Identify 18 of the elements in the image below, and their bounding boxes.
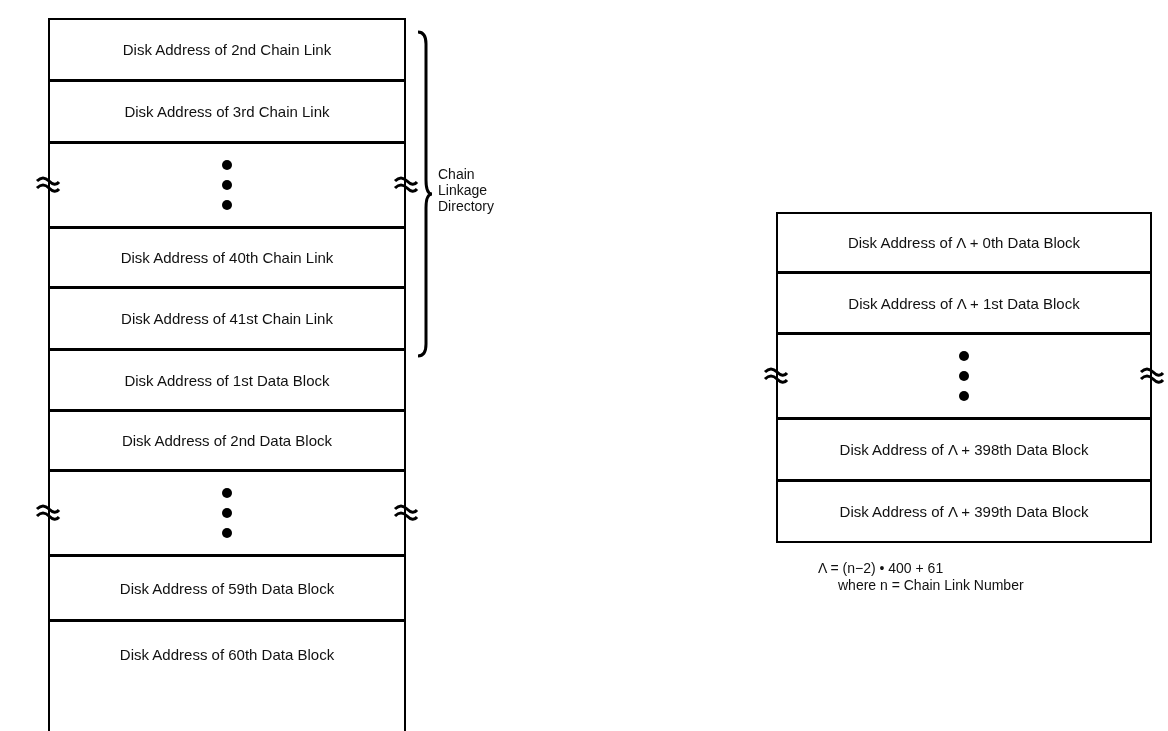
formula-text: Λ = (n−2) • 400 + 61 — [818, 560, 945, 576]
omitted-rows-box — [48, 142, 406, 228]
table-row: Disk Address of 2nd Data Block — [48, 410, 406, 471]
table-row: Disk Address of Λ + 0th Data Block — [776, 212, 1152, 273]
table-row: Disk Address of 60th Data Block — [48, 620, 406, 731]
formula-note: where n = Chain Link Number — [838, 577, 1025, 593]
table-row: Disk Address of 1st Data Block — [48, 349, 406, 411]
table-row: Disk Address of 41st Chain Link — [48, 287, 406, 350]
table-row: Disk Address of Λ + 1st Data Block — [776, 272, 1152, 334]
table-row: Disk Address of Λ + 399th Data Block — [776, 480, 1152, 543]
table-row: Disk Address of Λ + 398th Data Block — [776, 418, 1152, 481]
omitted-rows-box — [776, 333, 1152, 419]
omitted-rows-box — [48, 470, 406, 556]
table-row: Disk Address of 3rd Chain Link — [48, 80, 406, 143]
table-row: Disk Address of 40th Chain Link — [48, 227, 406, 288]
brace-label: Chain Linkage Directory — [438, 166, 495, 214]
table-row: Disk Address of 2nd Chain Link — [48, 18, 406, 81]
table-row: Disk Address of 59th Data Block — [48, 555, 406, 621]
